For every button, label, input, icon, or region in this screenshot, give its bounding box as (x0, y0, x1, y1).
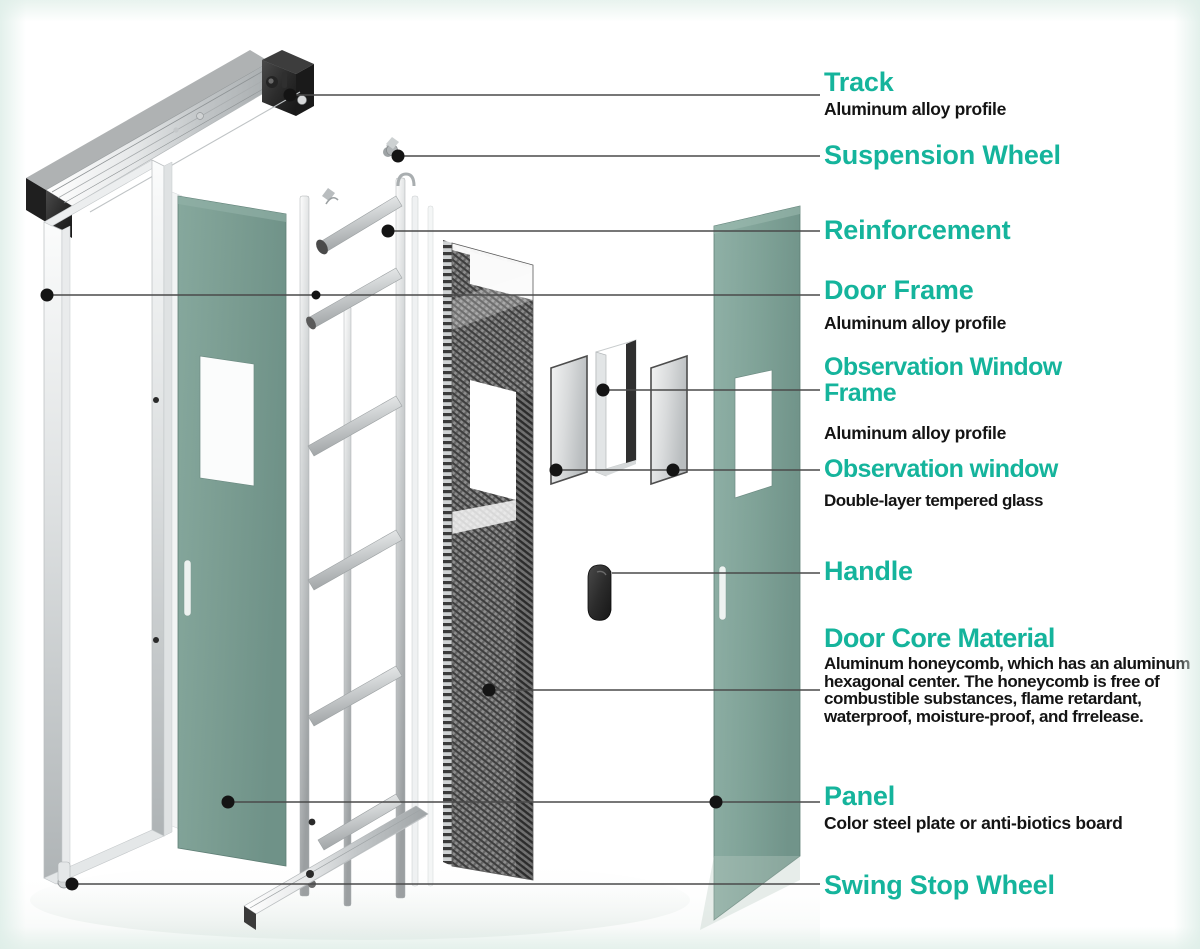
anchor-observation-window-frame (596, 383, 610, 397)
callout-handle-title: Handle (824, 556, 913, 586)
observation-glass-rear (650, 354, 688, 486)
callout-door-frame-subtitle: Aluminum alloy profile (824, 313, 1007, 333)
anchor-observation-window-rear (666, 463, 680, 477)
observation-assembly (550, 339, 688, 486)
front-panel-face (177, 195, 287, 867)
anchor-swing-stop-wheel (65, 877, 79, 891)
handle (587, 564, 612, 621)
reinforcement-bar-3 (307, 395, 403, 457)
rear-panel-handle-slot (718, 565, 727, 621)
anchor-suspension-wheel (391, 149, 405, 163)
rear-panel-face (713, 205, 801, 921)
callout-panel-subtitle: Color steel plate or anti-biotics board (824, 813, 1123, 833)
callout-observation-window-frame-title: Observation Window Frame (824, 353, 1062, 408)
reinforcement-stile-mid (343, 305, 352, 907)
anchor-panel (221, 795, 235, 809)
anchor-door-frame (40, 288, 54, 302)
callout-panel: Panel (824, 781, 1200, 811)
anchor-reinforcement (381, 224, 395, 238)
honeycomb-core-edge (443, 240, 452, 866)
callout-swing-stop-wheel: Swing Stop Wheel (824, 870, 1200, 900)
floor-plane (0, 868, 820, 949)
callout-observation-window-title: Observation window (824, 455, 1058, 483)
callout-observation-window-frame: Observation Window Frame (824, 354, 1200, 407)
callout-door-core-material: Door Core Material (824, 623, 1200, 653)
anchor-track (283, 88, 297, 102)
callout-observation-window-frame-subtitle-wrap: Aluminum alloy profile (824, 423, 1200, 444)
front-panel (177, 195, 287, 867)
rear-panel-window-opening (734, 369, 773, 499)
callout-reinforcement-title: Reinforcement (824, 215, 1011, 245)
reinforcement-bar-2 (307, 267, 403, 329)
callout-track-title: Track (824, 67, 894, 97)
honeycomb-core-window-cutout (470, 380, 516, 500)
callout-panel-subtitle-wrap: Color steel plate or anti-biotics board (824, 813, 1200, 833)
callout-track-subtitle: Aluminum alloy profile (824, 99, 1007, 119)
reinforcement-frame (299, 140, 434, 907)
callout-door-frame: Door Frame (824, 275, 1200, 305)
callout-suspension-wheel-title: Suspension Wheel (824, 140, 1061, 170)
anchor-door-frame-mid (311, 290, 321, 300)
anchor-observation-window (549, 463, 563, 477)
callout-observation-window: Observation window (824, 455, 1200, 483)
anchor-panel-rear (709, 795, 723, 809)
callout-door-core-material-subtitle: Aluminum honeycomb, which has an aluminu… (824, 654, 1190, 727)
callout-door-core-material-title: Door Core Material (824, 623, 1055, 653)
callout-door-core-material-subtitle-wrap: Aluminum honeycomb, which has an aluminu… (824, 655, 1200, 726)
exploded-diagram-artwork (0, 50, 820, 949)
callout-swing-stop-wheel-title: Swing Stop Wheel (824, 870, 1055, 900)
callout-door-frame-title: Door Frame (824, 275, 974, 305)
callout-observation-window-subtitle-wrap: Double-layer tempered glass (824, 491, 1200, 510)
callout-track-subtitle-wrap: Aluminum alloy profile (824, 99, 1200, 120)
callout-label-column: Track Aluminum alloy profile Suspension … (820, 0, 1200, 949)
reinforcement-bar-5 (307, 665, 403, 727)
callout-observation-window-subtitle: Double-layer tempered glass (824, 491, 1043, 510)
callout-door-frame-subtitle-wrap: Aluminum alloy profile (824, 313, 1200, 334)
callout-suspension-wheel: Suspension Wheel (824, 140, 1200, 170)
reinforcement-stile-left (299, 195, 310, 897)
callout-reinforcement: Reinforcement (824, 215, 1200, 245)
callout-handle: Handle (824, 556, 1200, 586)
front-panel-window-opening (199, 355, 255, 487)
callout-observation-window-frame-subtitle: Aluminum alloy profile (824, 423, 1007, 443)
door-frame (43, 159, 183, 887)
callout-panel-title: Panel (824, 781, 896, 811)
anchor-door-core-material (482, 683, 496, 697)
callout-track: Track (824, 67, 1200, 97)
rear-panel (700, 205, 801, 930)
reinforcement-bar-1 (319, 195, 403, 253)
reinforcement-bar-4 (307, 529, 403, 591)
honeycomb-core (443, 240, 534, 881)
front-panel-handle-slot (183, 559, 192, 617)
